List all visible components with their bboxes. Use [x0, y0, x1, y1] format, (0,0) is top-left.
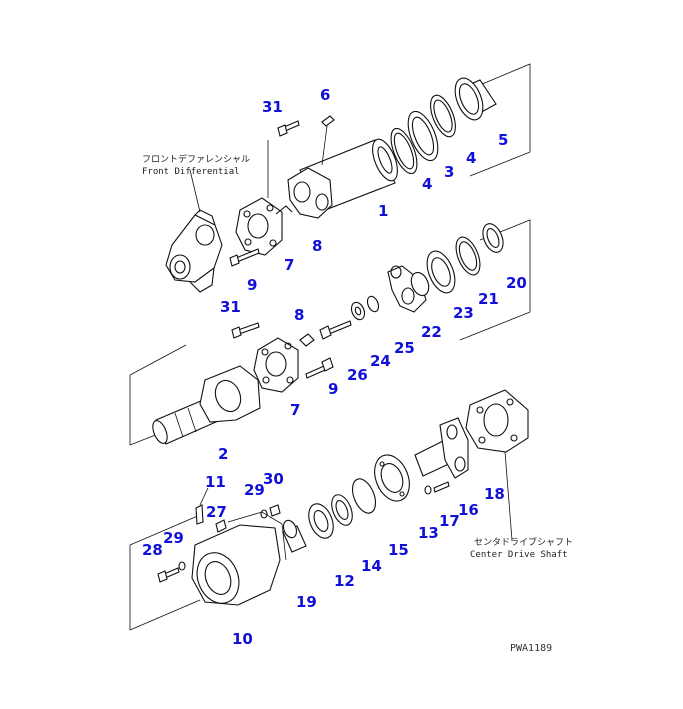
washer-part-17 [424, 485, 432, 495]
callout-2: 2 [218, 445, 228, 463]
callout-23: 23 [453, 304, 474, 322]
o-ring-part-25 [366, 295, 380, 313]
callout-9-middle: 9 [328, 380, 338, 398]
ring-part-3 [407, 110, 439, 162]
bearing-part-12 [308, 503, 334, 539]
drawing-code: PWA1189 [510, 643, 552, 654]
callout-29-upper: 29 [244, 481, 265, 499]
nut-part-30 [269, 504, 281, 517]
spacer-part-19 [282, 519, 307, 553]
callout-5: 5 [498, 131, 508, 149]
center-drive-shaft-flange [465, 389, 529, 541]
flange-middle-part-7 [253, 337, 299, 393]
callout-8-upper: 8 [312, 237, 322, 255]
seal-part-14 [331, 494, 353, 526]
front-differential-caption-jp: フロントデファレンシャル [142, 153, 250, 165]
callout-4-upper-left: 4 [422, 175, 432, 193]
callout-6: 6 [320, 86, 330, 104]
callout-10: 10 [232, 630, 253, 648]
breather-part-11 [195, 487, 209, 525]
callout-31-middle: 31 [220, 298, 241, 316]
ring-part-23 [426, 250, 456, 294]
callout-27: 27 [206, 503, 227, 521]
callout-25: 25 [394, 339, 415, 357]
seal-part-20 [482, 223, 504, 253]
callout-29-lower: 29 [163, 529, 184, 547]
o-ring-part-15 [351, 478, 377, 514]
cage-part-13 [374, 454, 410, 502]
callout-16: 16 [458, 501, 479, 519]
callout-4-upper-right: 4 [466, 149, 476, 167]
bolt-9-upper [229, 248, 260, 267]
flange-upper-part-7 [235, 140, 293, 256]
bolt-9-middle [305, 357, 334, 379]
center-drive-shaft-caption-jp: センタドライブシャフト [474, 536, 573, 548]
bolt-31-middle [231, 322, 260, 339]
callout-3: 3 [444, 163, 454, 181]
callout-7-upper: 7 [284, 256, 294, 274]
callout-18: 18 [484, 485, 505, 503]
shaft-part-1 [287, 115, 398, 219]
washer-part-29-upper [260, 509, 268, 519]
ring-part-4-first [390, 127, 418, 175]
bolt-part-16 [433, 481, 450, 493]
callout-31-upper: 31 [262, 98, 283, 116]
yoke-part-22 [387, 265, 430, 313]
washer-part-29-lower [178, 561, 186, 571]
callout-26: 26 [347, 366, 368, 384]
center-drive-shaft-caption-en: Center Drive Shaft [470, 550, 568, 560]
seal-part-5 [454, 77, 497, 121]
washer-part-24 [350, 301, 366, 321]
bolt-part-26 [319, 320, 352, 340]
bolt-31-upper [277, 120, 300, 137]
fitting-part-27 [215, 519, 227, 533]
callout-13: 13 [418, 524, 439, 542]
callout-12: 12 [334, 572, 355, 590]
callout-9-upper: 9 [247, 276, 257, 294]
callout-11: 11 [205, 473, 226, 491]
front-differential-yoke [165, 169, 223, 293]
front-differential-caption-en: Front Differential [142, 167, 240, 177]
callout-24: 24 [370, 352, 391, 370]
callout-30: 30 [263, 470, 284, 488]
ring-part-4-second [430, 94, 456, 138]
callout-14: 14 [361, 557, 382, 575]
callout-7-middle: 7 [290, 401, 300, 419]
callout-20: 20 [506, 274, 527, 292]
clip-8-middle [299, 333, 315, 347]
callout-1: 1 [378, 202, 388, 220]
yoke-shaft-part-18 [414, 417, 469, 479]
assembly-frame-lines [129, 63, 531, 631]
callout-8-middle: 8 [294, 306, 304, 324]
bolt-part-28 [157, 567, 180, 583]
callout-22: 22 [421, 323, 442, 341]
callout-28: 28 [142, 541, 163, 559]
callout-17: 17 [439, 512, 460, 530]
callout-19: 19 [296, 593, 317, 611]
callout-15: 15 [388, 541, 409, 559]
ring-part-21 [455, 236, 481, 276]
shaft-part-2 [152, 365, 261, 445]
housing-part-10 [191, 511, 287, 606]
callout-21: 21 [478, 290, 499, 308]
